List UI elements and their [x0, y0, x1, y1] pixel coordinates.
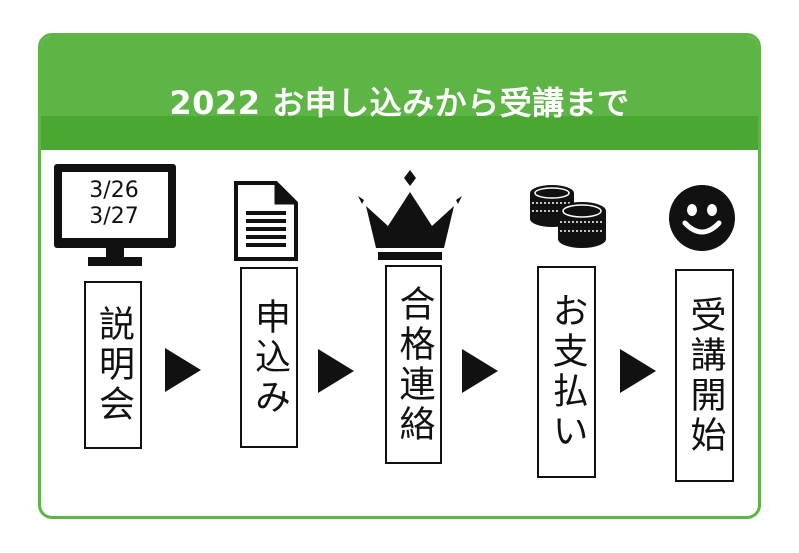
date-line-1: 3/26: [89, 178, 139, 203]
date-line-2: 3/27: [89, 204, 139, 229]
coins-icon: [530, 185, 606, 248]
monitor-icon: [54, 164, 176, 266]
step-label-3: 合格連絡: [393, 284, 435, 445]
monitor-dates: 3/26 3/27: [62, 178, 166, 230]
smiley-face-icon: [669, 185, 735, 251]
step-box-4: お支払い: [537, 266, 596, 478]
step-box-2: 申込み: [240, 267, 298, 448]
page-title: 2022 お申し込みから受講まで: [169, 84, 630, 122]
arrow-3: [462, 349, 498, 393]
step-label-1: 説明会: [93, 305, 134, 425]
arrow-4: [620, 349, 656, 393]
arrow-1: [165, 348, 201, 392]
step-label-5: 受講開始: [684, 295, 726, 456]
step-box-1: 説明会: [84, 281, 142, 449]
header-banner: 2022 お申し込みから受講まで: [41, 36, 758, 150]
step-label-2: 申込み: [249, 297, 290, 418]
header-divider: [41, 146, 758, 150]
step-box-3: 合格連絡: [385, 265, 442, 464]
arrow-2: [318, 349, 354, 393]
crown-icon: [358, 170, 462, 260]
step-box-5: 受講開始: [675, 269, 734, 482]
document-icon: [234, 181, 298, 261]
step-label-4: お支払い: [546, 292, 588, 452]
